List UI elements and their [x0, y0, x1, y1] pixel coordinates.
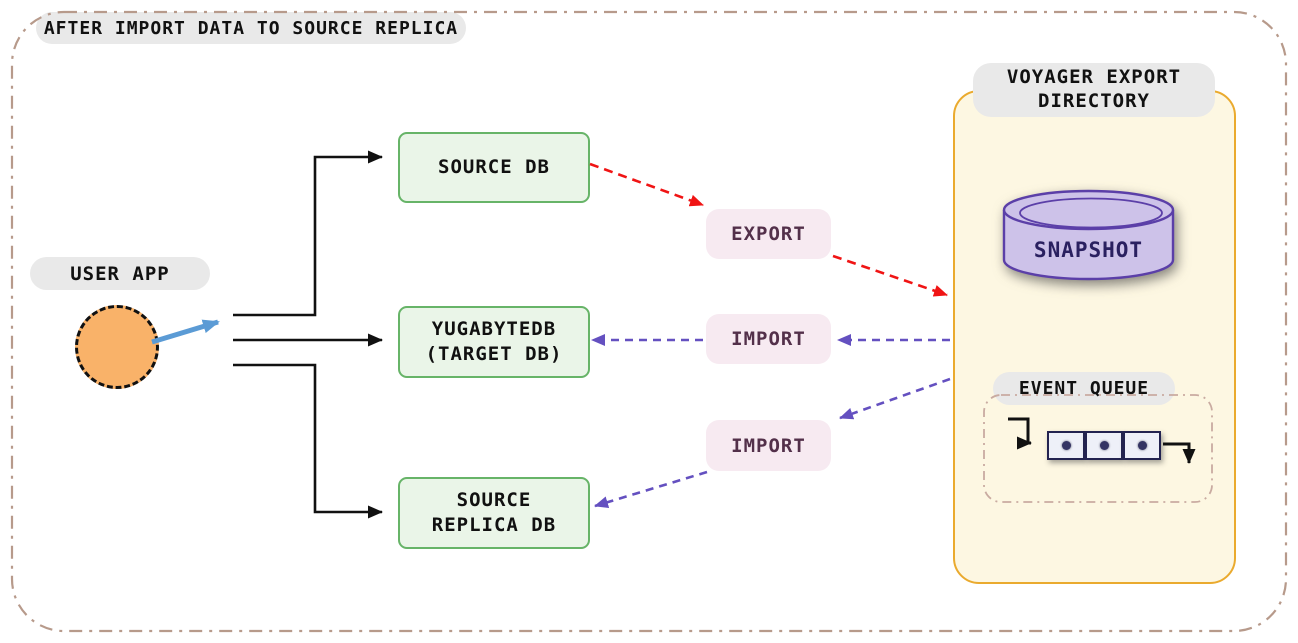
- queue-cell: [1123, 431, 1161, 460]
- export-arrow-source-to-label: [589, 162, 704, 207]
- source-replica-db-label-line2: REPLICA DB: [431, 514, 557, 536]
- target-db-box: YUGABYTEDB (TARGET DB): [398, 306, 590, 378]
- user-app-arrow: [151, 319, 220, 345]
- event-queue-icon: [1047, 431, 1161, 460]
- voyager-panel-title-line1: VOYAGER EXPORT: [1006, 66, 1182, 89]
- snapshot-cylinder: SNAPSHOT: [1001, 186, 1176, 286]
- voyager-panel-title-line2: DIRECTORY: [1038, 90, 1150, 112]
- import-replica-flow-label: IMPORT: [706, 420, 831, 471]
- event-dot-icon: [1061, 441, 1071, 450]
- export-arrow-label-to-directory: [832, 254, 948, 297]
- user-app-label-text: USER APP: [70, 262, 170, 285]
- event-queue-label: EVENT QUEUE: [993, 372, 1175, 405]
- database-cylinder-icon: [1002, 189, 1175, 281]
- event-queue-label-text: EVENT QUEUE: [1018, 378, 1150, 399]
- import-target-flow-label: IMPORT: [706, 314, 831, 364]
- event-dot-icon: [1137, 441, 1147, 450]
- voyager-export-directory-panel: [953, 90, 1236, 584]
- branch-arrow-source-replica-db: [233, 363, 383, 519]
- source-db-label: SOURCE DB: [438, 156, 550, 179]
- queue-cell: [1085, 431, 1123, 460]
- user-app-icon: [75, 305, 159, 389]
- export-flow-label-text: EXPORT: [731, 223, 806, 245]
- target-db-label-line1: YUGABYTEDB: [431, 318, 557, 341]
- import-arrow-directory-to-label2: [839, 377, 951, 420]
- branch-arrow-source-db: [233, 150, 383, 317]
- diagram-title: AFTER IMPORT DATA TO SOURCE REPLICA: [36, 12, 466, 44]
- event-dot-icon: [1099, 441, 1109, 450]
- voyager-panel-title: VOYAGER EXPORT DIRECTORY: [973, 63, 1215, 117]
- source-replica-db-label-line1: SOURCE: [456, 489, 532, 512]
- snapshot-label: SNAPSHOT: [1033, 238, 1144, 262]
- queue-cell: [1047, 431, 1085, 460]
- source-db-box: SOURCE DB: [398, 132, 590, 203]
- source-replica-db-box: SOURCE REPLICA DB: [398, 477, 590, 549]
- export-flow-label: EXPORT: [706, 209, 831, 259]
- import-target-flow-label-text: IMPORT: [731, 328, 806, 350]
- diagram-title-text: AFTER IMPORT DATA TO SOURCE REPLICA: [43, 17, 459, 39]
- user-app-label: USER APP: [30, 257, 210, 290]
- import-replica-flow-label-text: IMPORT: [731, 434, 806, 457]
- import-arrow-label-to-replica: [594, 470, 708, 508]
- target-db-label-line2: (TARGET DB): [425, 343, 563, 365]
